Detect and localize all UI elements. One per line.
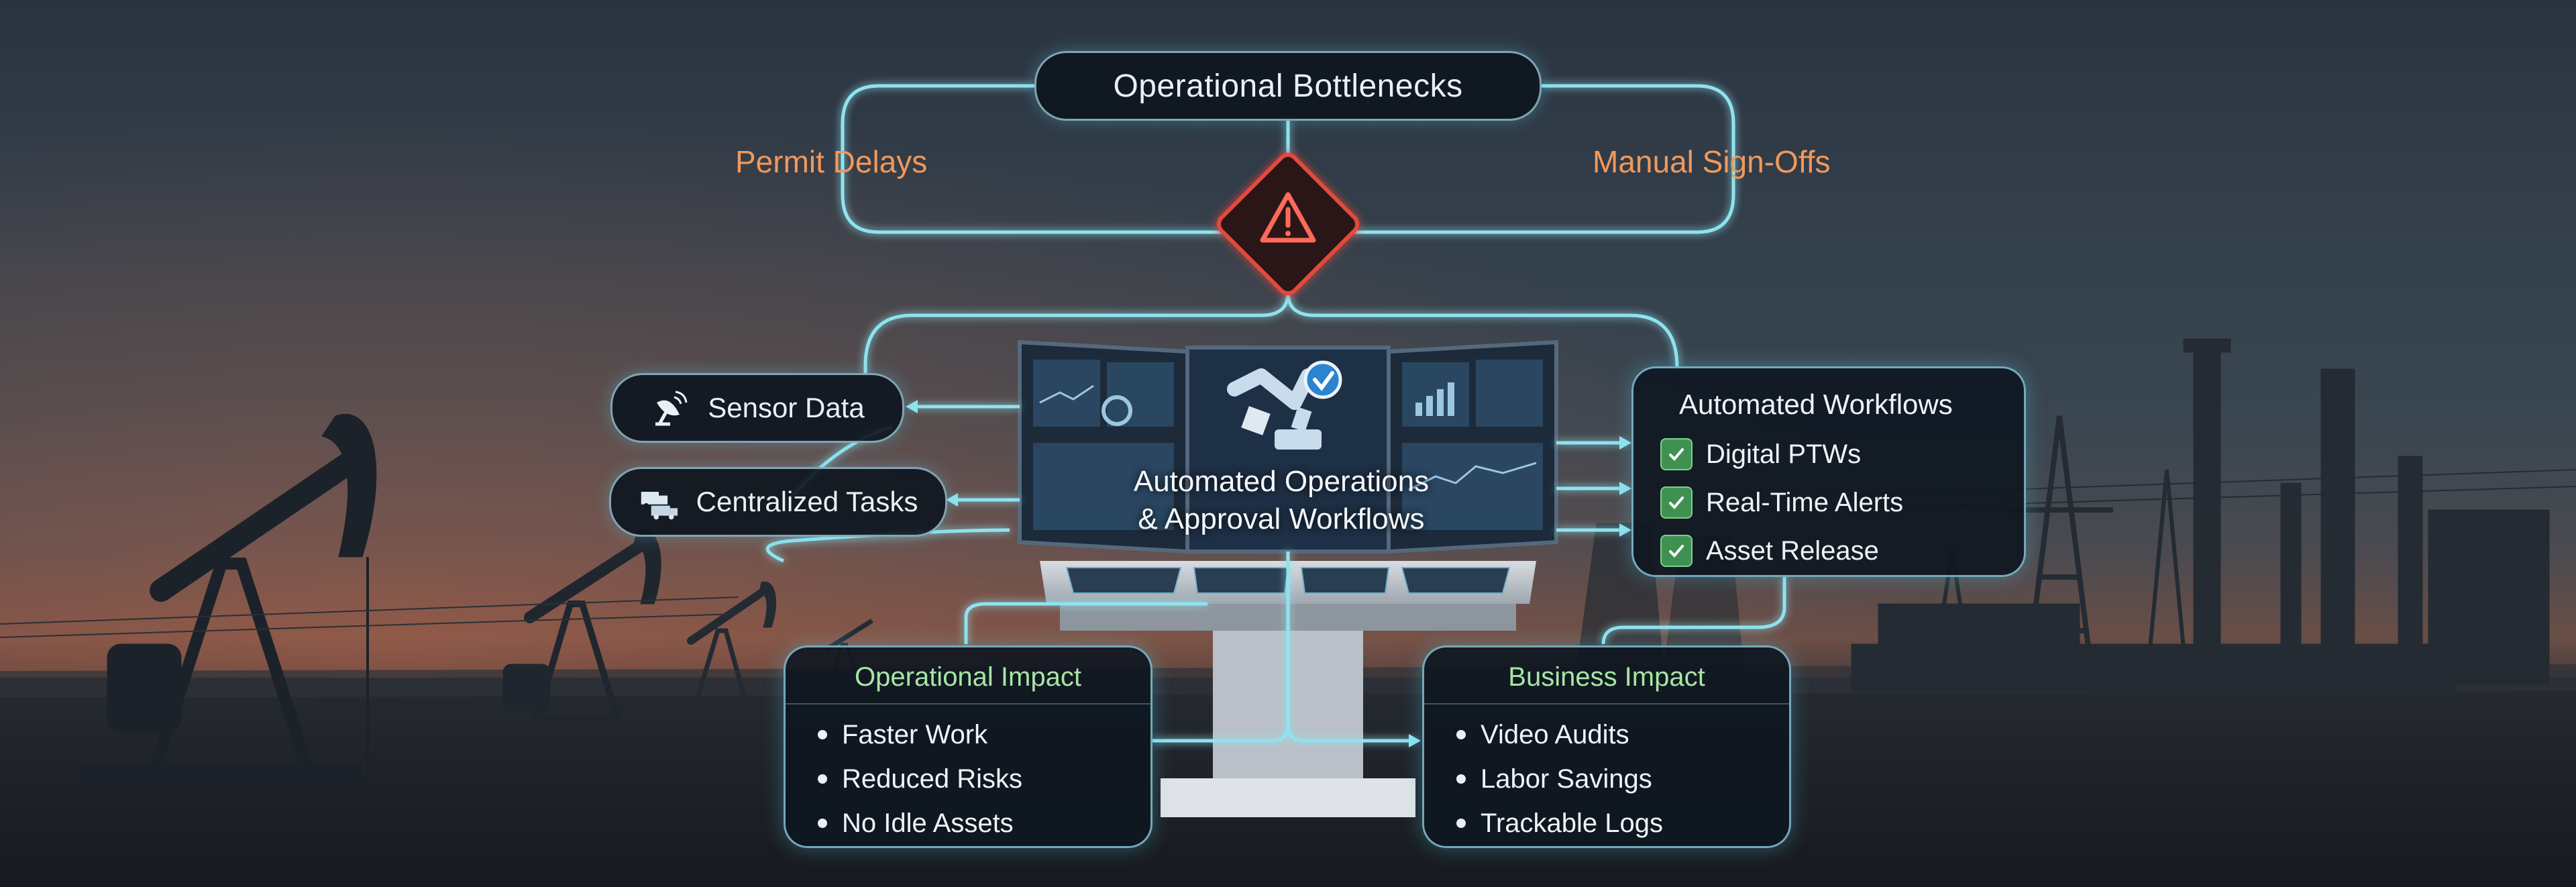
input-sensor-data: Sensor Data <box>610 373 904 443</box>
input-centralized-tasks: Centralized Tasks <box>609 467 947 537</box>
input-label: Centralized Tasks <box>696 486 918 517</box>
hub-label: Automated Operations & Approval Workflow… <box>1046 463 1516 538</box>
checkbox-checked-icon <box>1660 486 1693 519</box>
list-item: No Idle Assets <box>818 801 1150 845</box>
satellite-dish-icon <box>650 388 690 428</box>
checkbox-checked-icon <box>1660 535 1693 567</box>
title-pill: Operational Bottlenecks <box>1034 51 1542 121</box>
bullet-icon <box>818 730 827 739</box>
page-title: Operational Bottlenecks <box>1113 68 1463 104</box>
refinery <box>1576 338 2576 692</box>
workflows-title: Automated Workflows <box>1679 388 1953 420</box>
automated-workflows-panel: Automated Workflows Digital PTWs Real-Ti… <box>1631 366 2026 577</box>
list-item: Labor Savings <box>1456 757 1789 801</box>
impact-item-label: Video Audits <box>1481 719 1629 749</box>
list-item: Video Audits <box>1456 713 1789 757</box>
hub-line-2: & Approval Workflows <box>1138 503 1425 535</box>
impact-item-label: Labor Savings <box>1481 764 1652 794</box>
list-item: Reduced Risks <box>818 757 1150 801</box>
pumpjack-medium <box>502 529 661 721</box>
warning-icon <box>1216 152 1360 296</box>
robot-arm-check-icon <box>1227 360 1342 450</box>
pumpjack-large <box>80 414 377 792</box>
hub-line-1: Automated Operations <box>1133 465 1430 498</box>
list-item: Digital PTWs <box>1660 430 2024 478</box>
bottleneck-permit-delays: Permit Delays <box>735 144 928 179</box>
monitor-wall <box>1018 340 1558 554</box>
list-item: Asset Release <box>1660 527 2024 575</box>
operational-impact-title: Operational Impact <box>786 647 1150 705</box>
impact-item-label: No Idle Assets <box>842 808 1014 838</box>
workflow-item-label: Asset Release <box>1706 535 1879 566</box>
impact-item-label: Faster Work <box>842 719 988 749</box>
arrowheads <box>906 400 1631 747</box>
input-label: Sensor Data <box>708 392 865 423</box>
impact-item-label: Trackable Logs <box>1481 808 1663 838</box>
workflow-item-label: Digital PTWs <box>1706 439 1862 469</box>
bullet-icon <box>818 819 827 828</box>
list-item: Faster Work <box>818 713 1150 757</box>
list-item: Real-Time Alerts <box>1660 478 2024 527</box>
checkbox-checked-icon <box>1660 438 1693 470</box>
bottleneck-manual-sign-offs: Manual Sign-Offs <box>1593 144 1831 179</box>
workflow-item-label: Real-Time Alerts <box>1706 487 1904 517</box>
operational-impact-panel: Operational Impact Faster Work Reduced R… <box>784 645 1152 848</box>
business-impact-panel: Business Impact Video Audits Labor Savin… <box>1422 645 1791 848</box>
impact-item-label: Reduced Risks <box>842 764 1023 794</box>
bullet-icon <box>818 774 827 784</box>
trucks-icon <box>639 482 679 522</box>
bullet-icon <box>1456 774 1466 784</box>
bullet-icon <box>1456 819 1466 828</box>
business-impact-title: Business Impact <box>1424 647 1789 705</box>
list-item: Trackable Logs <box>1456 801 1789 845</box>
bullet-icon <box>1456 730 1466 739</box>
